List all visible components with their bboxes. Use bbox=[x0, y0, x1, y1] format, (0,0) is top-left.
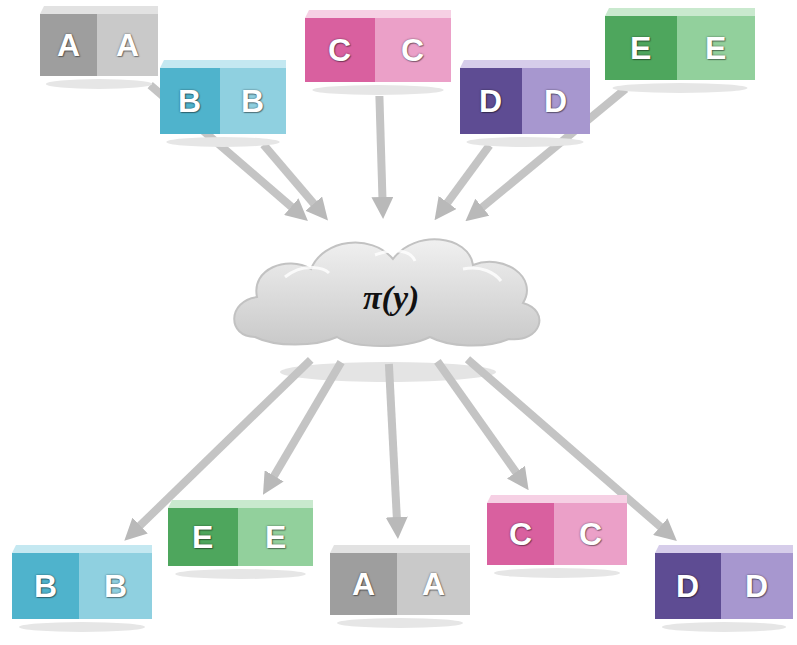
cube-shape bbox=[487, 495, 627, 565]
letter-cube: CC bbox=[305, 10, 451, 82]
letter-cube: AA bbox=[40, 6, 158, 76]
flow-arrow bbox=[437, 361, 519, 477]
cloud-label: π(y) bbox=[363, 281, 419, 315]
flow-arrow bbox=[264, 145, 318, 209]
letter-cube: DD bbox=[655, 545, 793, 619]
letter-cube: EE bbox=[605, 8, 755, 80]
cube-letter: A bbox=[57, 29, 80, 61]
letter-cube: BB bbox=[160, 60, 286, 134]
cube-letter: B bbox=[34, 570, 57, 602]
cube-letter: B bbox=[104, 570, 127, 602]
letter-cube: CC bbox=[487, 495, 627, 565]
cube-shape bbox=[168, 500, 313, 566]
letter-cube: DD bbox=[460, 60, 590, 134]
flow-arrow bbox=[379, 96, 382, 203]
cube-letter: C bbox=[509, 518, 532, 550]
cube-letter: B bbox=[241, 85, 264, 117]
cube-letter: C bbox=[401, 34, 424, 66]
flow-arrow bbox=[389, 364, 397, 523]
cube-letter: A bbox=[116, 29, 139, 61]
cube-shape bbox=[330, 545, 470, 615]
cube-letter: E bbox=[705, 32, 726, 64]
cube-shape bbox=[655, 545, 793, 619]
cube-letter: E bbox=[630, 32, 651, 64]
flow-arrow bbox=[444, 145, 490, 207]
cube-letter: C bbox=[328, 34, 351, 66]
cube-letter: D bbox=[544, 85, 567, 117]
cube-letter: C bbox=[579, 518, 602, 550]
cube-letter: E bbox=[265, 521, 286, 553]
letter-cube: EE bbox=[168, 500, 313, 566]
cloud-node: π(y) bbox=[225, 225, 545, 350]
cube-letter: A bbox=[352, 568, 375, 600]
cube-letter: E bbox=[192, 521, 213, 553]
letter-cube: BB bbox=[12, 545, 152, 619]
letter-cube: AA bbox=[330, 545, 470, 615]
cube-letter: A bbox=[422, 568, 445, 600]
cube-shape bbox=[12, 545, 152, 619]
cube-letter: D bbox=[745, 570, 768, 602]
cube-letter: D bbox=[479, 85, 502, 117]
cube-shape bbox=[305, 10, 451, 82]
cube-letter: B bbox=[178, 85, 201, 117]
cube-letter: D bbox=[676, 570, 699, 602]
cube-shape bbox=[605, 8, 755, 80]
flow-arrow bbox=[271, 362, 341, 481]
